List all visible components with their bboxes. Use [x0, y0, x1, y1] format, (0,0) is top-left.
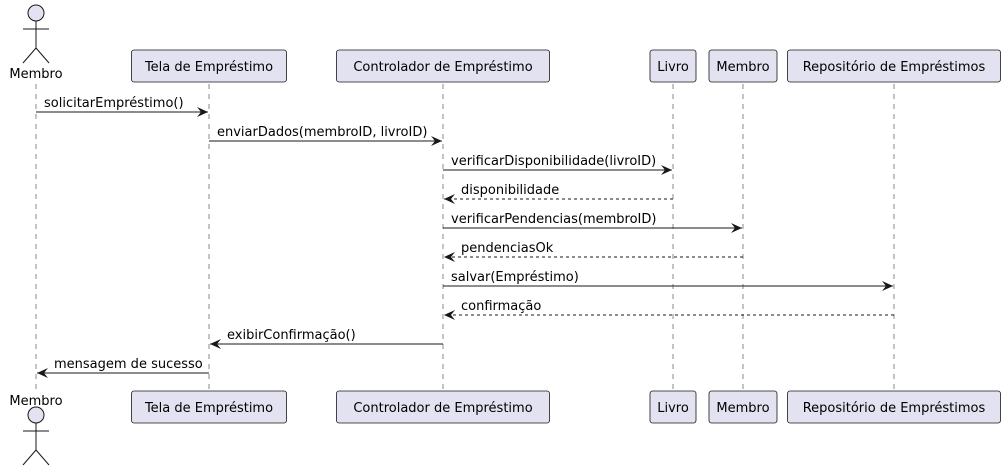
participant-label: Repositório de Empréstimos	[803, 60, 986, 75]
actor-label-bottom: Membro	[9, 394, 62, 409]
message-3: verificarDisponibilidade(livroID)	[443, 154, 672, 175]
actor-icon-bottom	[22, 406, 50, 466]
message-label: disponibilidade	[461, 183, 559, 198]
message-2: enviarDados(membroID, livroID)	[209, 125, 442, 146]
participant-label: Membro	[716, 401, 769, 416]
actor-label-top: Membro	[9, 67, 62, 82]
participant-livro-bottom: Livro	[649, 390, 697, 424]
message-6: pendenciasOk	[444, 241, 743, 262]
participant-label: Livro	[657, 60, 689, 75]
message-label: confirmação	[461, 299, 541, 314]
participant-label: Tela de Empréstimo	[144, 401, 273, 416]
message-label: exibirConfirmação()	[227, 328, 356, 343]
participant-repositorio-top: Repositório de Empréstimos	[787, 49, 1001, 83]
participant-label: Livro	[657, 401, 689, 416]
participant-label: Tela de Empréstimo	[144, 60, 273, 75]
message-4: disponibilidade	[444, 183, 673, 204]
participant-label: Controlador de Empréstimo	[353, 401, 532, 416]
participant-tela-bottom: Tela de Empréstimo	[131, 390, 287, 424]
actor-icon-top	[22, 4, 50, 64]
message-label: enviarDados(membroID, livroID)	[217, 125, 427, 140]
participant-controlador-bottom: Controlador de Empréstimo	[336, 390, 550, 424]
message-10: mensagem de sucesso	[37, 357, 209, 378]
participant-repositorio-bottom: Repositório de Empréstimos	[787, 390, 1001, 424]
message-9: exibirConfirmação()	[210, 328, 443, 349]
message-label: solicitarEmpréstimo()	[44, 96, 184, 111]
message-label: verificarPendencias(membroID)	[451, 212, 656, 227]
message-5: verificarPendencias(membroID)	[443, 212, 742, 233]
message-label: salvar(Empréstimo)	[451, 270, 579, 285]
message-7: salvar(Empréstimo)	[443, 270, 893, 291]
participant-membro_obj-top: Membro	[708, 49, 778, 83]
participant-label: Controlador de Empréstimo	[353, 60, 532, 75]
message-1: solicitarEmpréstimo()	[36, 96, 208, 117]
participant-label: Repositório de Empréstimos	[803, 401, 986, 416]
participant-label: Membro	[716, 60, 769, 75]
participant-livro-top: Livro	[649, 49, 697, 83]
participant-tela-top: Tela de Empréstimo	[131, 49, 287, 83]
participant-controlador-top: Controlador de Empréstimo	[336, 49, 550, 83]
message-label: verificarDisponibilidade(livroID)	[451, 154, 656, 169]
message-8: confirmação	[444, 299, 894, 320]
message-label: pendenciasOk	[461, 241, 554, 256]
message-label: mensagem de sucesso	[54, 357, 203, 372]
participant-membro_obj-bottom: Membro	[708, 390, 778, 424]
